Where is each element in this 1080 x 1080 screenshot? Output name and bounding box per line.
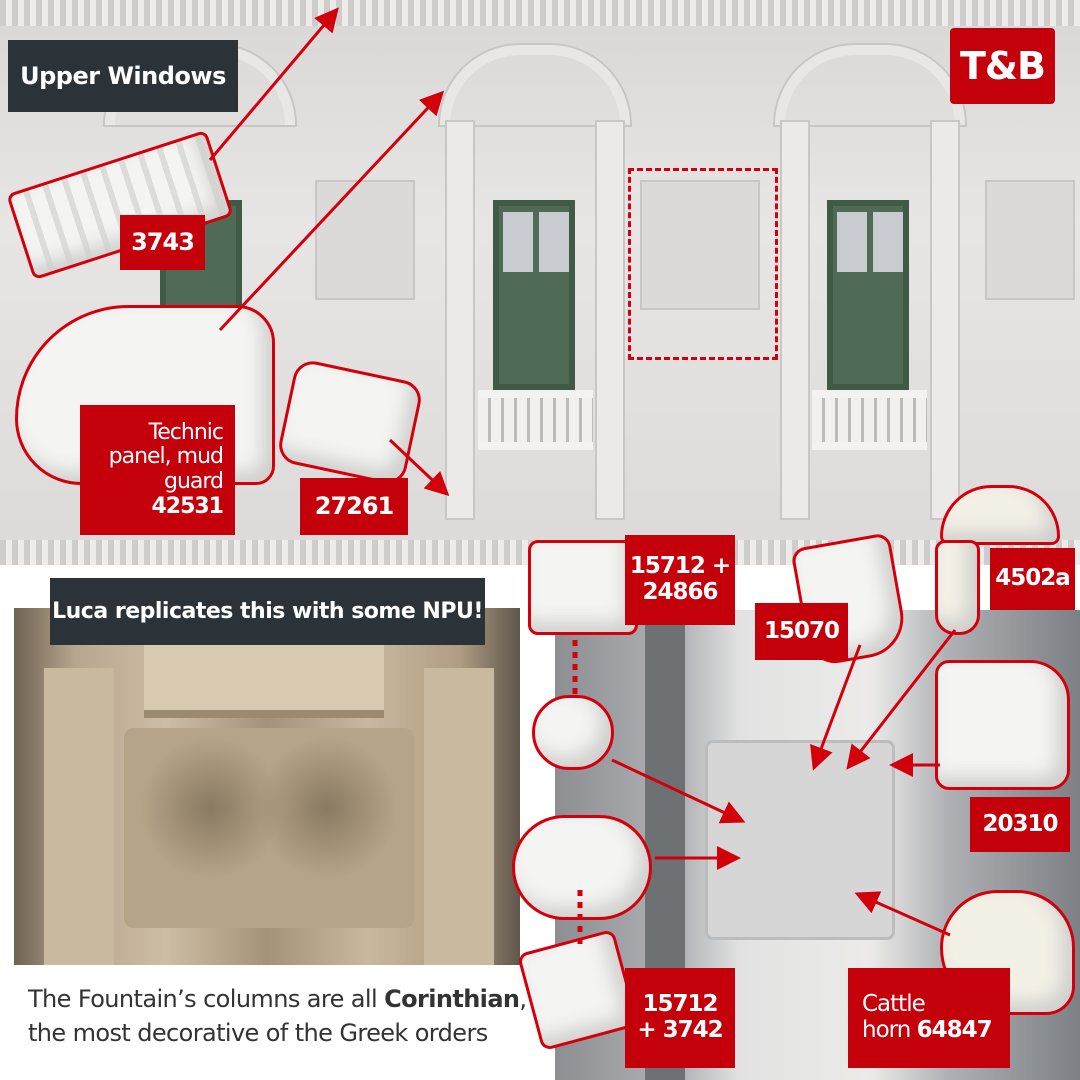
arrow-24866 [611,758,746,824]
highlight-box [628,168,778,360]
label-3743: 3743 [120,215,205,270]
part-4502a-base [935,540,980,635]
corinthian-capital [640,180,760,310]
label-27261: 27261 [300,478,408,535]
arrow-64847 [854,891,951,937]
arrow-4502a [846,629,957,770]
balustrade [812,390,927,450]
label-15712-24866: 15712 +24866 [625,535,735,625]
label-4502a: 4502a [990,548,1075,610]
arrow-15070 [810,644,862,771]
part-20310 [935,660,1070,790]
part-24866-flower [532,695,614,770]
pilaster [445,120,475,520]
part-15712-clip [528,540,638,635]
caption: The Fountain’s columns are all Corinthia… [28,985,527,1047]
luca-header: Luca replicates this with some NPU! [50,578,485,645]
tb-logo: T&B [950,28,1055,104]
part-flower-plate [512,815,652,920]
cornice [0,0,1080,26]
balustrade [478,390,593,450]
label-15070: 15070 [755,603,848,660]
label-15712-3742: 15712+ 3742 [625,968,735,1068]
label-20310: 20310 [970,797,1070,852]
green-window [827,200,909,390]
pilaster [595,120,625,520]
corinthian-capital [985,180,1075,300]
arrow-27261 [388,438,450,497]
arrow-3743 [208,7,339,161]
upper-windows-title: Upper Windows [8,40,238,112]
arrow-42531 [218,90,445,332]
corinthian-capital [315,180,415,300]
green-window [493,200,575,390]
pilaster [780,120,810,520]
